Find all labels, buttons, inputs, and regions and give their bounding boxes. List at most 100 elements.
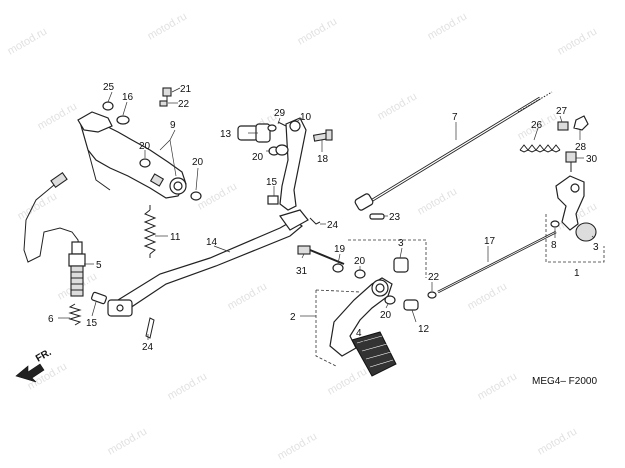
callout-9: 9	[170, 120, 176, 131]
callout-19: 19	[334, 244, 346, 255]
callout-20: 20	[354, 256, 366, 267]
washer-20	[384, 295, 396, 305]
callout-26: 26	[531, 120, 543, 131]
callout-20: 20	[192, 157, 204, 168]
leader-3	[399, 247, 403, 259]
callout-20: 20	[380, 310, 392, 321]
watermark-text: motod.ru	[36, 100, 80, 132]
brake-pedal-stay	[87, 149, 111, 191]
nut-22	[159, 100, 168, 107]
gearshift-rubber-3	[575, 222, 597, 242]
watermark-text: motod.ru	[296, 15, 340, 47]
callout-22: 22	[428, 272, 440, 283]
brake-rod-assembly	[107, 209, 309, 317]
callout-3: 3	[593, 242, 599, 253]
washer-25	[102, 101, 114, 111]
callout-30: 30	[586, 154, 598, 165]
washer-19	[332, 263, 344, 273]
gearshift-arm-assembly	[550, 175, 597, 242]
callout-16: 16	[122, 92, 134, 103]
brake-rod	[117, 219, 303, 313]
watermark-text: motod.ru	[326, 365, 370, 397]
pedal-pivot-hole	[173, 181, 183, 191]
cotter-pin-24	[309, 217, 321, 225]
callout-14: 14	[206, 237, 218, 248]
callout-29: 29	[274, 108, 286, 119]
pedal-boss-hole	[375, 283, 385, 293]
callout-15: 15	[86, 318, 98, 329]
brake-switch-cable	[23, 179, 81, 263]
leader-15	[91, 301, 97, 317]
leader-29	[277, 117, 281, 125]
brake-arm	[279, 117, 307, 211]
switch-threaded-shank	[70, 265, 84, 297]
callout-17: 17	[484, 236, 496, 247]
watermark-text: motod.ru	[376, 90, 420, 122]
group-outline-3	[348, 239, 427, 278]
bolt-15	[267, 195, 279, 205]
watermark-layer: motod.ru motod.ru motod.ru motod.ru moto…	[6, 10, 600, 462]
leader-19	[337, 253, 341, 265]
diagram-code: MEG4– F2000	[532, 376, 597, 387]
switch-spring	[68, 303, 82, 326]
callout-31: 31	[296, 266, 308, 277]
brake-pedal-assembly	[77, 87, 202, 201]
watermark-text: motod.ru	[146, 10, 190, 42]
rod-spring-back	[519, 149, 561, 153]
nut-28	[573, 115, 589, 131]
callout-7: 7	[452, 112, 458, 123]
rod-end-fork	[279, 209, 309, 231]
connector	[50, 171, 68, 189]
front-arrow-icon	[15, 363, 45, 383]
leader-lines	[58, 87, 595, 343]
callout-20: 20	[139, 141, 151, 152]
leader-9	[159, 129, 177, 177]
rod-thread	[517, 91, 553, 113]
callout-1: 1	[574, 268, 580, 279]
callout-27: 27	[556, 106, 568, 117]
nut-22	[427, 291, 437, 299]
nut-16	[116, 115, 130, 125]
callout-24: 24	[327, 220, 339, 231]
joint-hole	[116, 304, 124, 312]
callout-6: 6	[48, 314, 54, 325]
leader-14	[213, 245, 231, 253]
callout-25: 25	[103, 82, 115, 93]
leader-12	[411, 309, 417, 323]
watermark-text: motod.ru	[426, 10, 470, 42]
bolt-21	[162, 87, 172, 97]
pedal-joint-3	[393, 257, 409, 273]
leader-10	[295, 117, 303, 123]
leader-25	[107, 91, 113, 103]
brake-arm-assembly	[237, 117, 333, 225]
cotter-pin	[145, 317, 155, 339]
pin-12	[403, 299, 419, 311]
rod-end-joint	[354, 193, 374, 211]
callout-18: 18	[317, 154, 329, 165]
callout-10: 10	[300, 112, 312, 123]
callout-5: 5	[96, 260, 102, 271]
callout-28: 28	[575, 142, 587, 153]
shift-pedal-rubber-4	[351, 331, 397, 377]
watermark-text: motod.ru	[226, 280, 270, 312]
callout-24: 24	[142, 342, 154, 353]
pedal-return-spring	[143, 209, 157, 255]
gearshift-pedal-arm	[329, 277, 393, 357]
callout-4: 4	[356, 328, 362, 339]
watermark-text: motod.ru	[536, 425, 580, 457]
callout-22: 22	[178, 99, 190, 110]
callout-3: 3	[398, 238, 404, 249]
watermark-text: motod.ru	[416, 185, 460, 217]
callout-23: 23	[389, 212, 401, 223]
callout-13: 13	[220, 129, 232, 140]
pin-29	[277, 121, 287, 127]
group-outline-2-top	[315, 289, 361, 293]
callout-15: 15	[266, 177, 278, 188]
washer-20	[354, 269, 366, 279]
washer-8	[550, 220, 560, 228]
rubber-rib	[356, 335, 383, 344]
leader-27	[559, 115, 563, 123]
front-label: FR.	[34, 347, 54, 365]
